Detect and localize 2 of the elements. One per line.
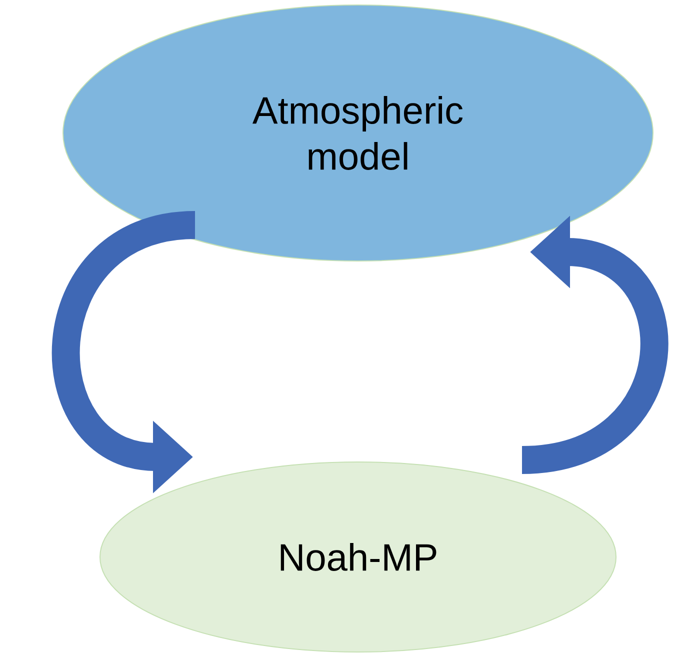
- ellipse-node: Atmospheric model: [62, 4, 654, 262]
- ellipse-node: Noah-MP: [100, 462, 616, 652]
